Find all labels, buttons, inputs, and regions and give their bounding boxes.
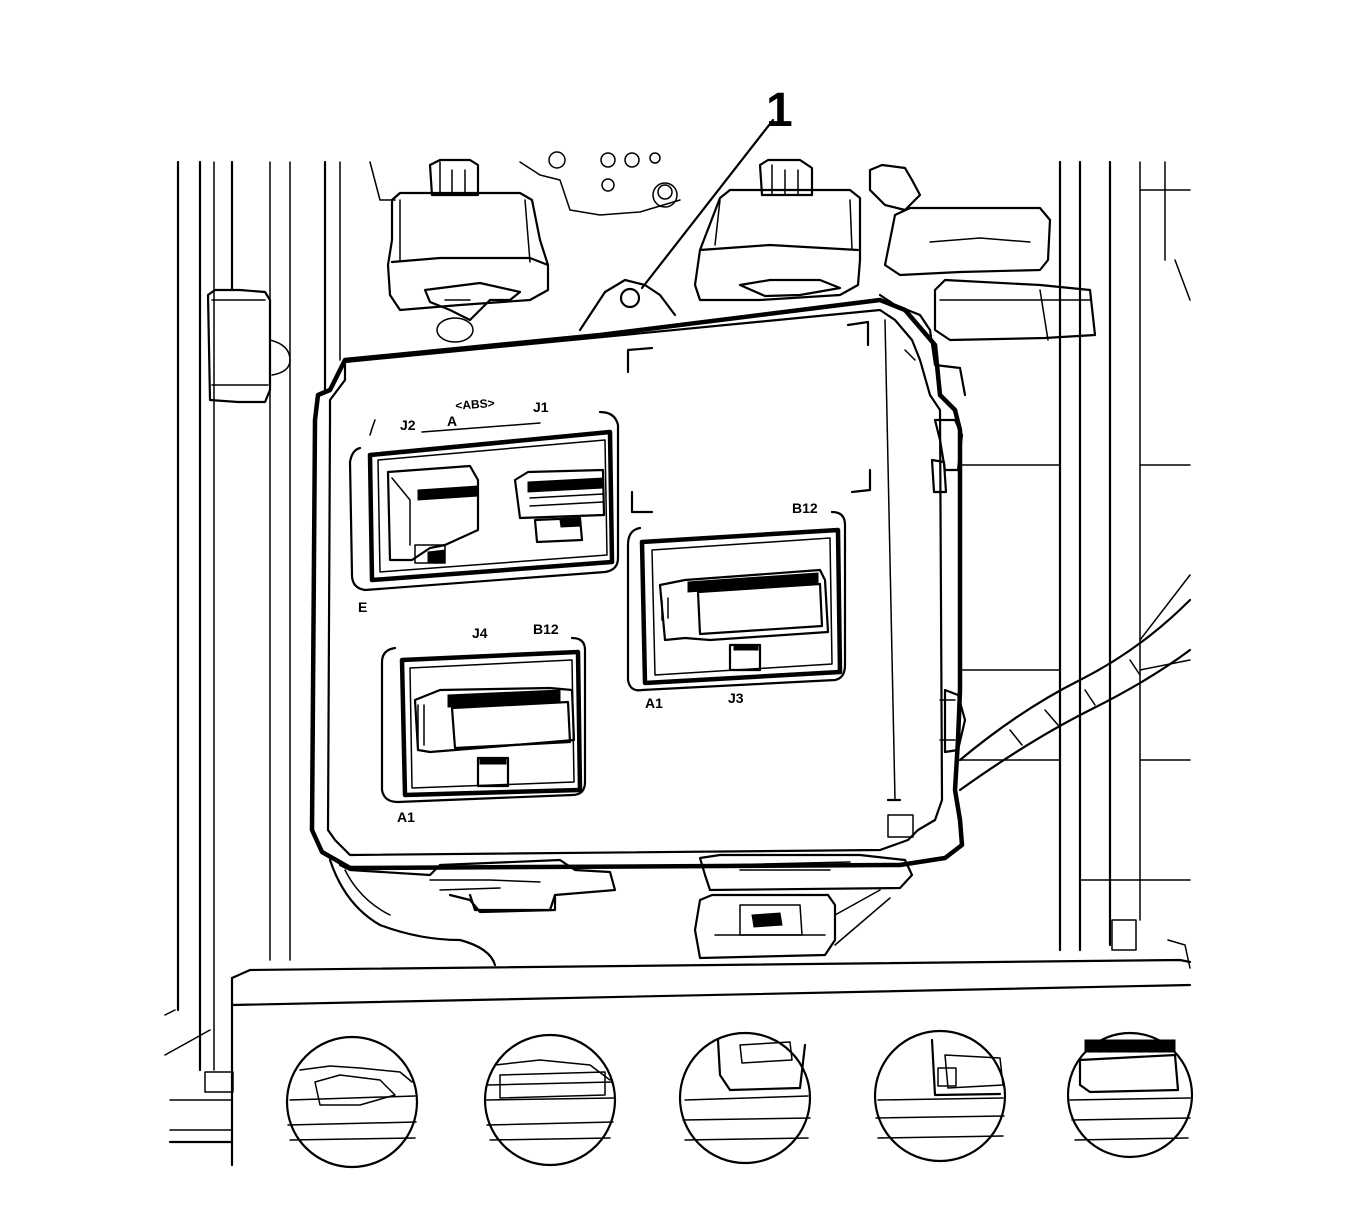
- callout-1-label: 1: [766, 84, 793, 137]
- background-structure: [164, 151, 1191, 1144]
- tray-hole-3: [678, 1031, 812, 1165]
- module-labels: J2 A <ABS> J1 E J4 B12 A1 B12 A1 J3: [358, 396, 818, 825]
- tray-hole-5: [1066, 1031, 1194, 1159]
- electronic-control-module: [309, 297, 1192, 967]
- label-j1: J1: [533, 399, 549, 415]
- callout-1-leader-line: [640, 118, 775, 290]
- label-a1-right: A1: [645, 695, 663, 711]
- tray-hole-1: [285, 1035, 419, 1169]
- label-abs: <ABS>: [455, 396, 495, 413]
- connector-window-j3: [626, 510, 847, 692]
- connector-window-j4: [380, 636, 587, 804]
- tray-hole-2: [483, 1033, 617, 1167]
- top-connector-left: [386, 158, 550, 343]
- label-b12-left: B12: [533, 621, 559, 637]
- label-a1-left: A1: [397, 809, 415, 825]
- label-j3: J3: [728, 690, 744, 706]
- tray-hole-4: [873, 1029, 1007, 1163]
- lower-tray: [230, 939, 1194, 1169]
- callout-1: 1: [640, 84, 793, 290]
- label-b12-right: B12: [792, 500, 818, 516]
- label-j4: J4: [472, 625, 488, 641]
- label-e: E: [358, 599, 367, 615]
- label-j2: J2: [400, 417, 416, 433]
- connector-window-j1-j2: [348, 410, 620, 592]
- mounting-bracket: [578, 278, 677, 332]
- top-connector-right: [693, 158, 1097, 397]
- label-a: A: [447, 413, 457, 429]
